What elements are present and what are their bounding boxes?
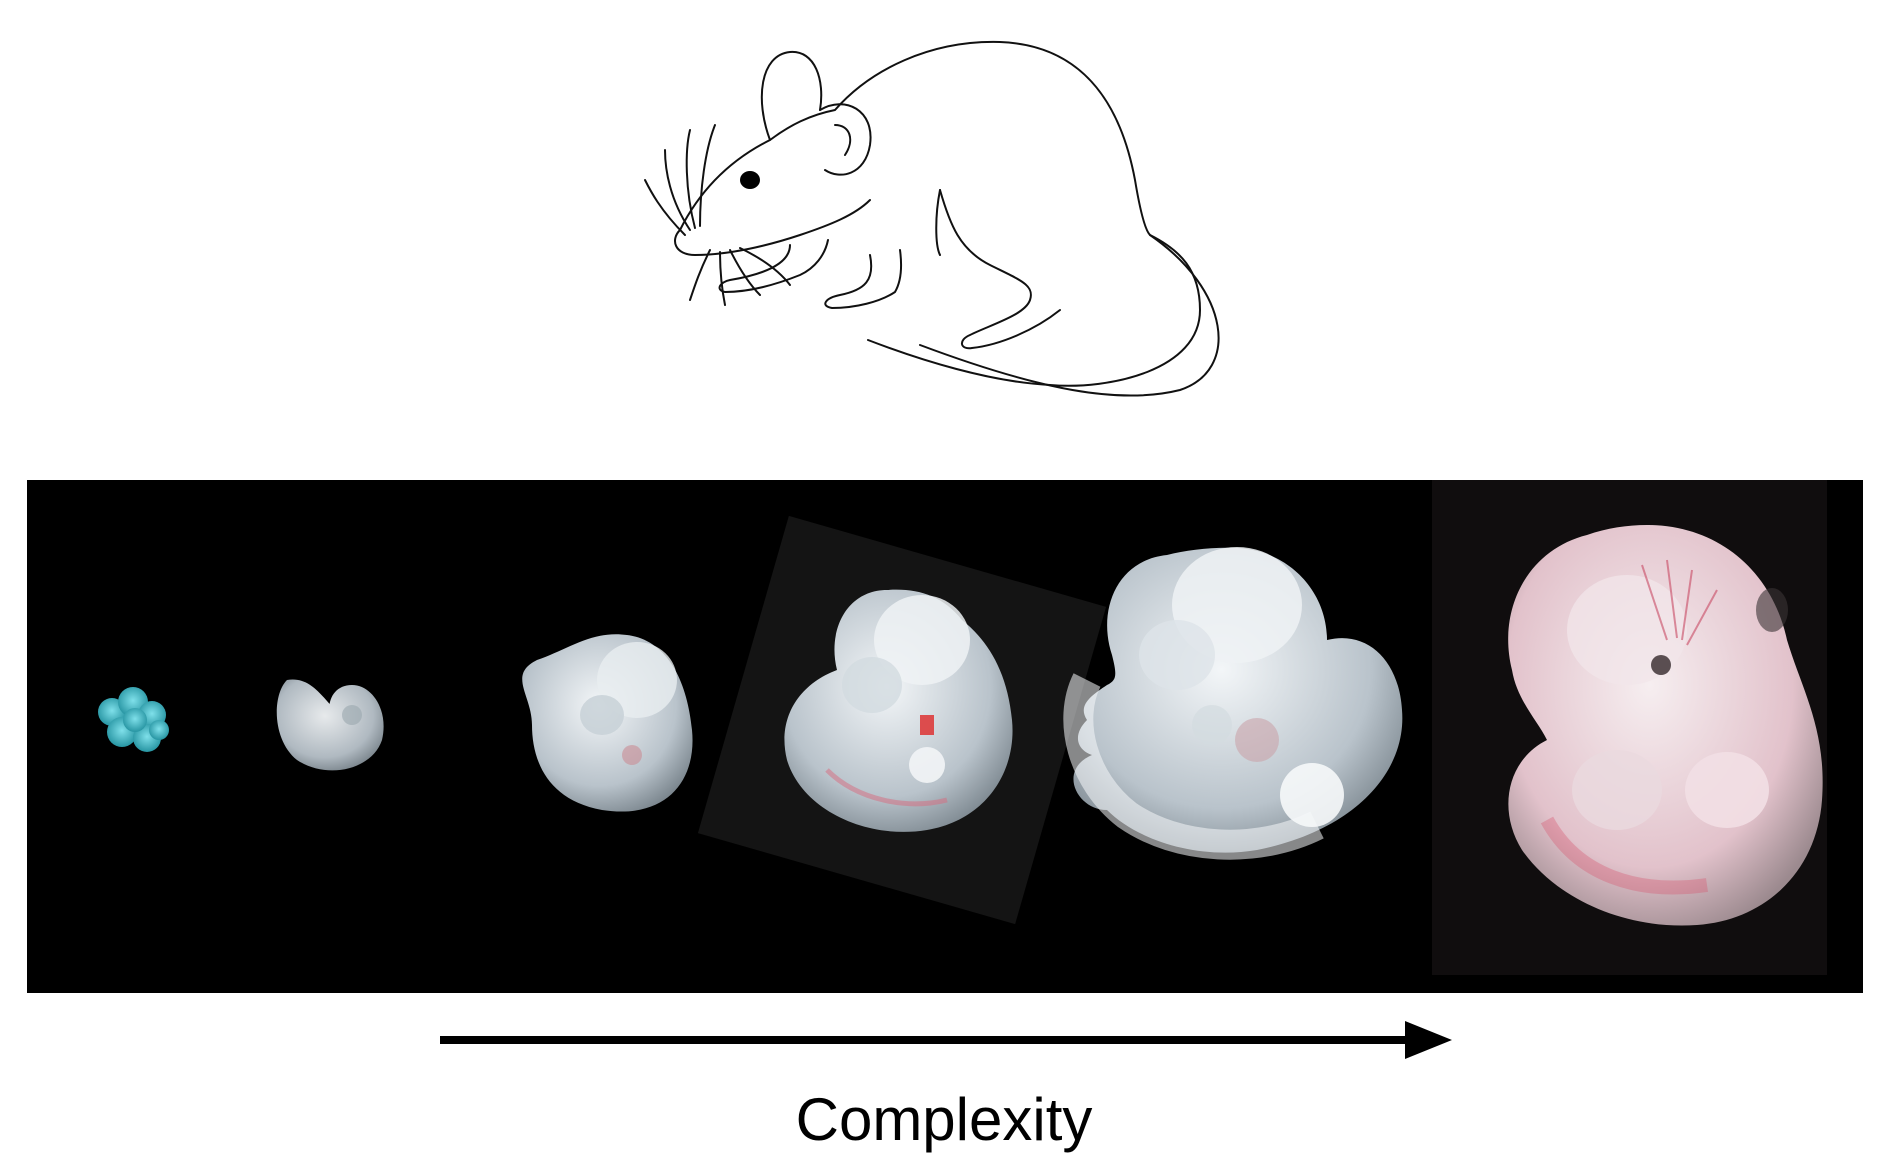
axis-label: Complexity <box>795 1086 1093 1153</box>
embryo-stage-5 <box>1063 547 1403 860</box>
embryo-stage-1 <box>98 687 169 752</box>
embryo-stage-2 <box>276 679 384 771</box>
embryo-stage-3 <box>522 634 693 812</box>
embryo-stage-6 <box>1432 480 1827 975</box>
mouse-eye <box>740 171 760 189</box>
arrow-head <box>1405 1021 1452 1059</box>
embryo-stages-panel <box>27 480 1863 993</box>
embryo-stage-4 <box>697 515 1107 925</box>
complexity-arrow <box>440 1021 1452 1059</box>
mouse-illustration <box>644 40 1220 397</box>
